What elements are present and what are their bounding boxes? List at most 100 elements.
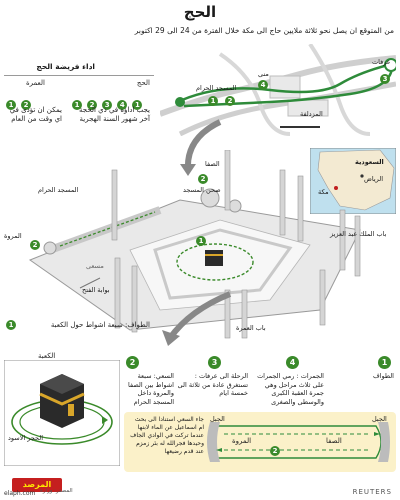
route-badge-2: 2	[225, 96, 235, 106]
sai-diagram	[207, 422, 390, 462]
masaa-label: مسعى	[86, 262, 104, 270]
sai-arrow-left	[216, 448, 222, 452]
dome-marwah	[43, 241, 57, 255]
inset-saudi: السعودية	[355, 158, 384, 166]
minaret-5	[339, 209, 346, 271]
minaret-8	[131, 265, 138, 333]
route-badge-4: 4	[258, 80, 268, 90]
step-badge-4: 4	[286, 356, 299, 369]
sai-story: جاء السعي استنادا الى بحث ام اسماعيل عن …	[130, 416, 204, 455]
zoom-arrow-head	[180, 164, 196, 176]
step-1-text: الطواف	[372, 372, 394, 380]
route-out	[181, 62, 393, 102]
step-badge-1: 1	[378, 356, 391, 369]
black-stone-label: الحجر الاسود	[8, 434, 44, 442]
route-map	[160, 44, 396, 136]
inset-riyadh-dot	[360, 174, 364, 178]
sai-panel	[124, 412, 396, 472]
steps-arrow	[162, 291, 232, 346]
watermark-logo: المرصد	[12, 478, 62, 492]
arafat-label: عرفات	[372, 58, 391, 66]
steps-arrow-head	[162, 330, 180, 346]
haram-marker	[175, 97, 185, 107]
sai-lanes	[224, 433, 368, 451]
mountain-left-label: الجبل	[210, 415, 225, 423]
step-2-text: السعي: سبعة اشواط بين الصفا والمروة داخل…	[128, 372, 174, 406]
rites-heading: اداء فريضة الحج	[36, 62, 95, 71]
umrah-gate-label: باب العمرة	[236, 324, 266, 332]
minaret-1	[111, 169, 118, 241]
route-back	[183, 67, 394, 108]
kaaba-detail	[4, 360, 120, 466]
mountain-safa	[378, 422, 390, 462]
orbit-arrow	[102, 416, 108, 424]
hajj-label: الحج	[136, 79, 150, 87]
mosque-arcade	[153, 228, 293, 300]
route-haram-label: المسجد الحرام	[196, 84, 237, 92]
king-gate-label: باب الملك عبد العزيز	[330, 230, 387, 238]
mina-label: منى	[258, 70, 269, 78]
rites-divider	[4, 75, 154, 76]
hajj-badges: 1 2 3 4 1	[72, 92, 152, 111]
road-cross	[218, 52, 291, 136]
site-url[interactable]: elaph.com	[4, 490, 36, 497]
inset-map	[310, 148, 396, 214]
sai-badge: 2	[270, 446, 280, 456]
sai-marwah-label: المروة	[232, 437, 252, 445]
umrah-label: العمرة	[25, 79, 45, 87]
hajj-badge-a: 1	[72, 100, 82, 110]
minaret-10	[224, 289, 231, 339]
mosque-badge-2-marwah: 2	[30, 240, 40, 250]
mosque-haram-label: المسجد الحرام	[38, 186, 79, 194]
inset-makkah-dot	[334, 186, 338, 190]
minaret-9	[319, 269, 326, 326]
minaret-4	[297, 175, 304, 242]
mosque-badge-2-safa: 2	[198, 174, 208, 184]
route-badge-1: 1	[208, 96, 218, 106]
hajj-text: يجب اداؤه في ذي الحجة آخر شهور السنة اله…	[79, 106, 150, 123]
inset-land	[317, 149, 395, 211]
minaret-6	[354, 215, 361, 277]
kaaba-top	[40, 374, 84, 394]
dome-1	[200, 188, 220, 208]
arafat-marker	[384, 58, 396, 72]
hajj-badge-c: 3	[102, 100, 113, 110]
step-badge-3: 3	[208, 356, 221, 369]
dome-2	[228, 199, 242, 213]
page-title: الحج	[183, 3, 217, 21]
step-3-text: الرحلة الى عرفات : تستغرق عادة من ثلاثة …	[177, 372, 248, 397]
intro-text: من المتوقع ان يصل نحو ثلاثة ملايين حاج ا…	[134, 26, 394, 35]
road-south	[178, 81, 396, 136]
inset-riyadh: الرياض	[364, 175, 384, 183]
mosque-illustration	[28, 150, 361, 339]
minaret-3	[279, 169, 286, 236]
step-4-text: الجمرات : رمي الجمرات على ثلاث مراحل وهي…	[257, 372, 324, 406]
minaret-2	[224, 150, 231, 211]
kaaba-kiswa-band	[39, 392, 85, 406]
sai-safa-label: الصفا	[326, 437, 342, 445]
mosque-badge-1: 1	[196, 236, 206, 246]
tawaf-path	[176, 243, 254, 281]
sahn-label: صحن المسجد	[183, 186, 221, 194]
kaaba-door	[68, 404, 74, 416]
umrah-badges: 1 2	[6, 92, 66, 111]
route-badge-3: 3	[380, 74, 390, 84]
minaret-11	[241, 289, 248, 339]
scale-bar	[280, 126, 320, 128]
mountain-marwah	[207, 422, 220, 462]
kaaba-label: الكعبة	[38, 352, 56, 360]
inset-makkah: مكة	[318, 188, 329, 196]
hajj-badge-e: 1	[132, 100, 143, 110]
umrah-badge-2: 2	[21, 100, 32, 110]
marwah-label: المروة	[4, 232, 22, 240]
agency-credit: REUTERS	[352, 488, 392, 496]
tawaf-badge: 1	[6, 320, 16, 330]
steps-arrow-body	[167, 291, 232, 340]
source-credit: المصدر: وزارة	[40, 488, 73, 494]
umrah-text: يمكن ان تؤدى في اي وقت من العام	[9, 106, 62, 123]
zoom-arrow	[180, 119, 222, 176]
mina-area	[269, 75, 301, 99]
tawaf-note: الطواف: سبعة اشواط حول الكعبة	[50, 321, 150, 329]
safa-label: الصفا	[205, 160, 220, 168]
